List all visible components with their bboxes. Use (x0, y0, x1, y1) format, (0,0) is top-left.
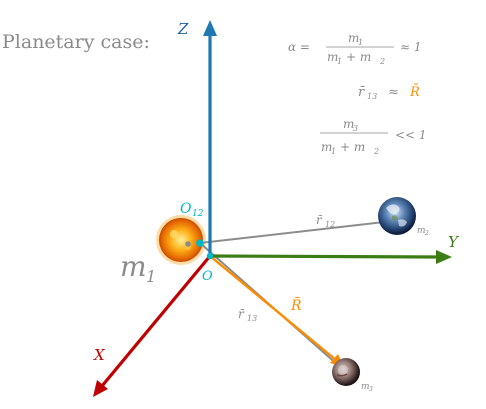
m3-label: m (361, 382, 370, 392)
earth-body (378, 197, 416, 235)
r12-label-sub: 12 (325, 220, 335, 229)
alpha-denominator-plus: + m (346, 50, 371, 64)
r12-vector (199, 221, 385, 244)
y-axis-label: Y (448, 233, 460, 251)
equation-mass-ratio: m 3 m 1 + m 2 << 1 (320, 117, 427, 156)
R-vector-line (209, 255, 337, 361)
alpha-numerator-sub: 1 (358, 38, 363, 47)
ratio-denominator-a: m (321, 140, 332, 154)
x-axis-label: X (93, 346, 106, 364)
sun-spot-a (170, 230, 178, 238)
R-rhs: R̄ (409, 84, 420, 100)
alpha-denominator-a-sub: 1 (337, 57, 342, 66)
o12-label-sub: 12 (192, 209, 204, 219)
ratio-denominator-b-sub: 2 (373, 147, 379, 156)
r13-lhs: r̄ (358, 85, 366, 100)
m1-label-sub: 1 (146, 267, 156, 286)
sun-m1 (156, 215, 206, 265)
o-label: O (202, 269, 213, 284)
alpha-lhs: α = (288, 40, 310, 54)
m1-label: m (120, 250, 147, 283)
z-axis-arrowhead (203, 20, 217, 36)
y-axis-line (209, 254, 439, 259)
ratio-rhs: << 1 (395, 128, 427, 142)
equation-alpha: α = m 1 m 1 + m 2 ≈ 1 (288, 31, 422, 66)
sun-body (159, 218, 203, 262)
earth-cloud-a (386, 204, 400, 215)
alpha-denominator-b-sub: 2 (379, 57, 385, 66)
y-axis-arrowhead (436, 250, 452, 264)
diagram-title: Planetary case: (2, 31, 150, 53)
R-label: R̄ (290, 296, 302, 314)
planet-m3-band (336, 373, 348, 377)
ratio-numerator-sub: 3 (353, 124, 358, 133)
r13-label-sub: 13 (247, 314, 257, 323)
alpha-rhs: ≈ 1 (400, 40, 422, 54)
planet-m3 (332, 358, 360, 386)
ratio-numerator: m (343, 117, 354, 131)
m2-label-sub: 2 (424, 230, 429, 237)
m2-label: m (417, 226, 426, 236)
r13-label: r̄ (238, 307, 245, 321)
o12-label: O (180, 201, 192, 217)
m3-label-sub: 3 (369, 386, 373, 393)
earth-land (392, 215, 398, 221)
alpha-numerator: m (348, 31, 359, 45)
x-axis-arrowhead (93, 380, 108, 397)
r12-label: r̄ (316, 213, 323, 227)
x-axis-line (100, 254, 212, 388)
ratio-denominator-plus: + m (340, 140, 365, 154)
o12-point (196, 239, 204, 247)
r13-approx: ≈ (388, 85, 399, 100)
earth-m2 (378, 197, 416, 235)
alpha-denominator-a: m (327, 50, 338, 64)
o-point (206, 252, 214, 260)
planet-m3-highlight (338, 365, 348, 375)
ratio-denominator-a-sub: 1 (331, 147, 336, 156)
sun-center-dot (185, 241, 191, 247)
equation-r13-approx-R: r̄ 13 ≈ R̄ (358, 84, 420, 101)
z-axis-label: Z (177, 20, 189, 38)
r13-lhs-sub: 13 (367, 92, 377, 101)
earth-cloud-b (398, 219, 407, 227)
